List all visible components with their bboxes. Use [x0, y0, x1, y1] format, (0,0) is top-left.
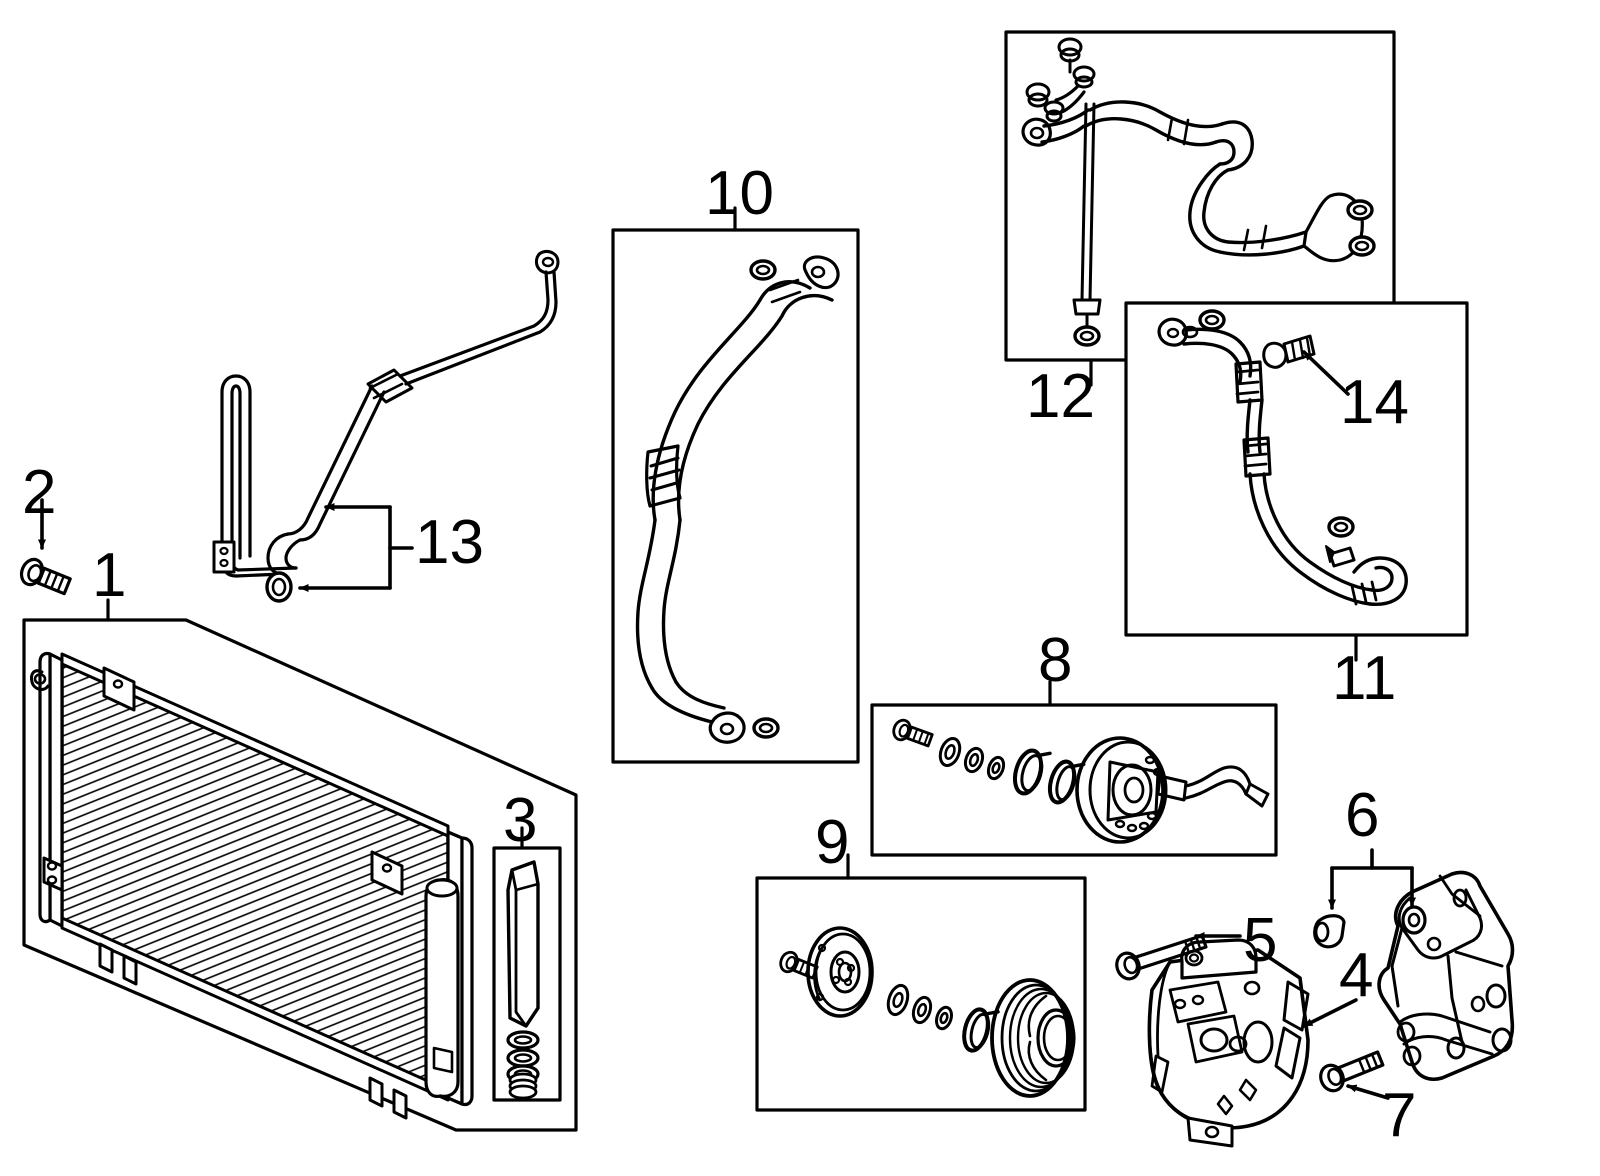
- part-4-compressor: [1147, 938, 1310, 1148]
- part-6-dowel-pin: [1313, 914, 1346, 949]
- callout-label-7[interactable]: 7: [1382, 1081, 1417, 1150]
- callout-label-1[interactable]: 1: [92, 541, 127, 610]
- callout-label-10[interactable]: 10: [705, 159, 774, 228]
- callout-label-8[interactable]: 8: [1038, 626, 1073, 695]
- part-box-9: [755, 853, 1087, 1112]
- part-13-receiver-pipe: [212, 250, 560, 603]
- part-box-3: [492, 826, 562, 1102]
- callout-label-14[interactable]: 14: [1340, 368, 1409, 437]
- part-box-1: [22, 598, 578, 1132]
- callout-label-5[interactable]: 5: [1243, 906, 1278, 975]
- callout-label-2[interactable]: 2: [22, 458, 57, 527]
- callout-leaders: [38, 350, 1416, 1100]
- callout-label-11[interactable]: 11: [1332, 644, 1397, 713]
- callout-label-6[interactable]: 6: [1345, 781, 1380, 850]
- callout-label-9[interactable]: 9: [815, 808, 850, 877]
- callout-label-4[interactable]: 4: [1339, 941, 1374, 1010]
- part-5-bolt: [1115, 933, 1208, 981]
- callout-label-3[interactable]: 3: [503, 786, 538, 855]
- callout-label-12[interactable]: 12: [1026, 362, 1095, 431]
- part-box-10: [611, 206, 860, 764]
- part-box-11: [1124, 301, 1469, 662]
- callout-label-13[interactable]: 13: [415, 508, 484, 577]
- part-6-bracket: [1377, 870, 1515, 1081]
- part-box-8: [870, 680, 1278, 857]
- part-7-bolt: [1319, 1050, 1385, 1093]
- part-2-bolt: [19, 557, 72, 596]
